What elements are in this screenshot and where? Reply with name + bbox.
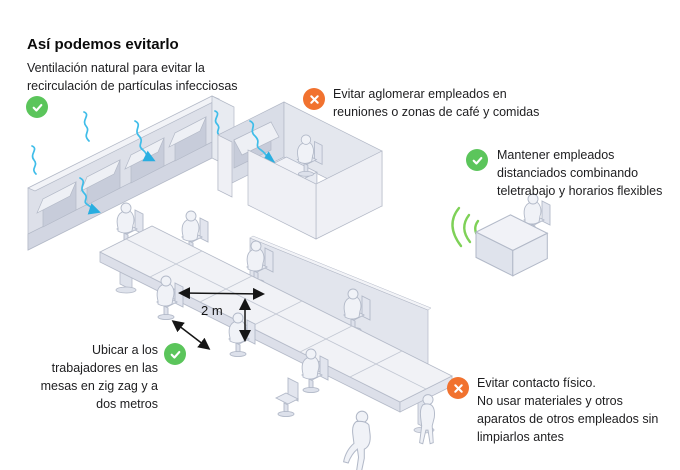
annotation-ventilation: Ventilación natural para evitar la recir… — [27, 61, 238, 93]
cross-icon — [447, 377, 469, 399]
walking-person — [343, 410, 371, 470]
air-flow-arrow — [134, 120, 156, 162]
annotation-distancing: Mantener empleados distanciados combinan… — [497, 148, 663, 198]
annotation-crowding: Evitar aglomerar empleados en reuniones … — [333, 87, 540, 119]
empty-chair — [274, 377, 300, 418]
seated-workers-near — [156, 275, 329, 418]
cross-icon — [303, 88, 325, 110]
air-flow-arrow — [31, 145, 37, 175]
air-flow-arrows — [31, 110, 221, 215]
telework-desk — [451, 193, 551, 277]
wifi-signal-icon — [451, 206, 481, 248]
check-icon — [26, 96, 48, 118]
annotation-zigzag: Ubicar a los trabajadores en las mesas e… — [40, 343, 158, 411]
page-title: Así podemos evitarlo — [27, 36, 179, 54]
check-icon — [164, 343, 186, 365]
open-window — [36, 116, 207, 228]
meeting-room — [217, 101, 383, 240]
window-wall — [27, 95, 235, 251]
air-flow-arrow — [79, 177, 101, 215]
distance-arrows — [171, 287, 265, 350]
check-icon — [466, 149, 488, 171]
air-flow-arrow — [249, 120, 276, 163]
annotation-contact: Evitar contacto físico. No usar material… — [477, 376, 659, 444]
distance-label: 2 m — [201, 303, 223, 318]
air-flow-arrow — [214, 110, 221, 137]
air-flow-arrow — [83, 111, 90, 142]
